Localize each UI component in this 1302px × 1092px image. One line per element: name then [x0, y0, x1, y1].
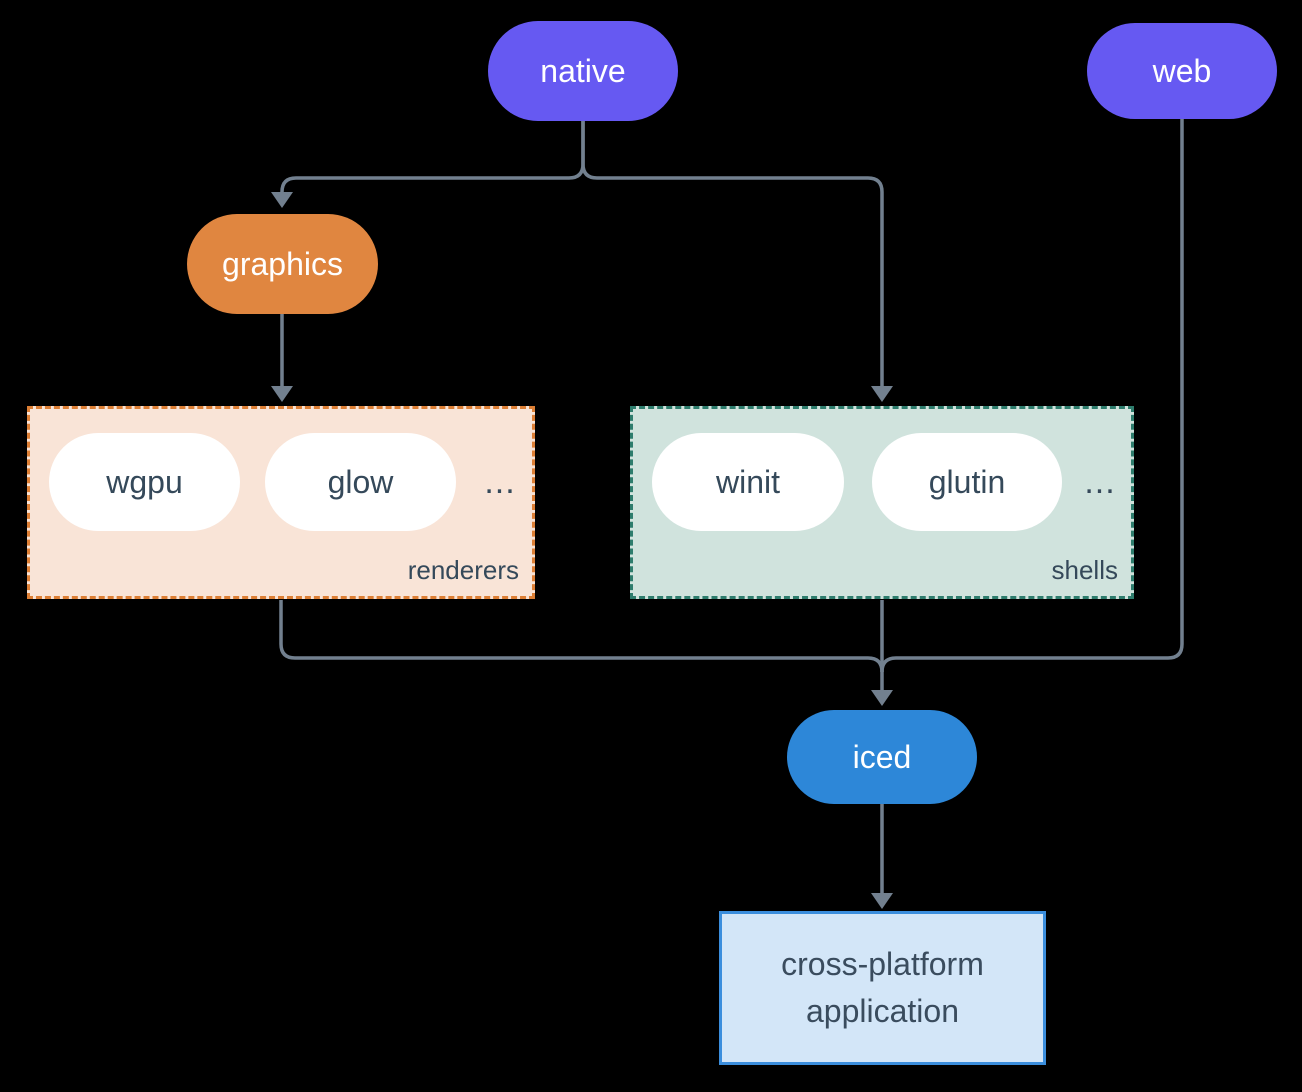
node-graphics: graphics: [187, 214, 378, 314]
connector-renderers-to-junction: [279, 600, 884, 673]
node-winit-label: winit: [715, 463, 780, 500]
arrowhead-into-graphics: [271, 192, 293, 208]
node-iced: iced: [787, 710, 977, 804]
node-wgpu-label: wgpu: [106, 463, 183, 500]
application-label-line2: application: [806, 993, 959, 1029]
node-glow: glow: [265, 433, 456, 531]
node-glow-label: glow: [327, 463, 394, 500]
application-label-line1: cross-platform: [781, 946, 984, 982]
node-winit: winit: [652, 433, 844, 531]
node-native: native: [488, 21, 678, 121]
node-web: web: [1087, 23, 1277, 119]
node-native-label: native: [540, 52, 626, 89]
node-glutin-label: glutin: [928, 463, 1006, 500]
node-cross-platform-application: cross-platform application: [719, 911, 1046, 1065]
node-web-label: web: [1152, 52, 1212, 89]
group-box-renderers: wgpu glow ... renderers: [27, 406, 535, 599]
connector-native-to-shells: [581, 121, 884, 386]
node-graphics-label: graphics: [222, 245, 343, 282]
node-glutin: glutin: [872, 433, 1062, 531]
connector-native-to-graphics: [280, 121, 585, 193]
arrowhead-into-renderers: [271, 386, 293, 402]
renderers-ellipsis: ...: [484, 462, 516, 501]
arrowhead-into-application: [871, 893, 893, 909]
group-box-shells: winit glutin ... shells: [630, 406, 1134, 599]
arrowhead-into-iced: [871, 690, 893, 706]
node-wgpu: wgpu: [49, 433, 240, 531]
arrowhead-into-shells: [871, 386, 893, 402]
node-iced-label: iced: [852, 738, 912, 775]
shells-group-label: shells: [1051, 555, 1118, 585]
shells-ellipsis: ...: [1084, 462, 1116, 501]
renderers-group-label: renderers: [407, 555, 519, 585]
